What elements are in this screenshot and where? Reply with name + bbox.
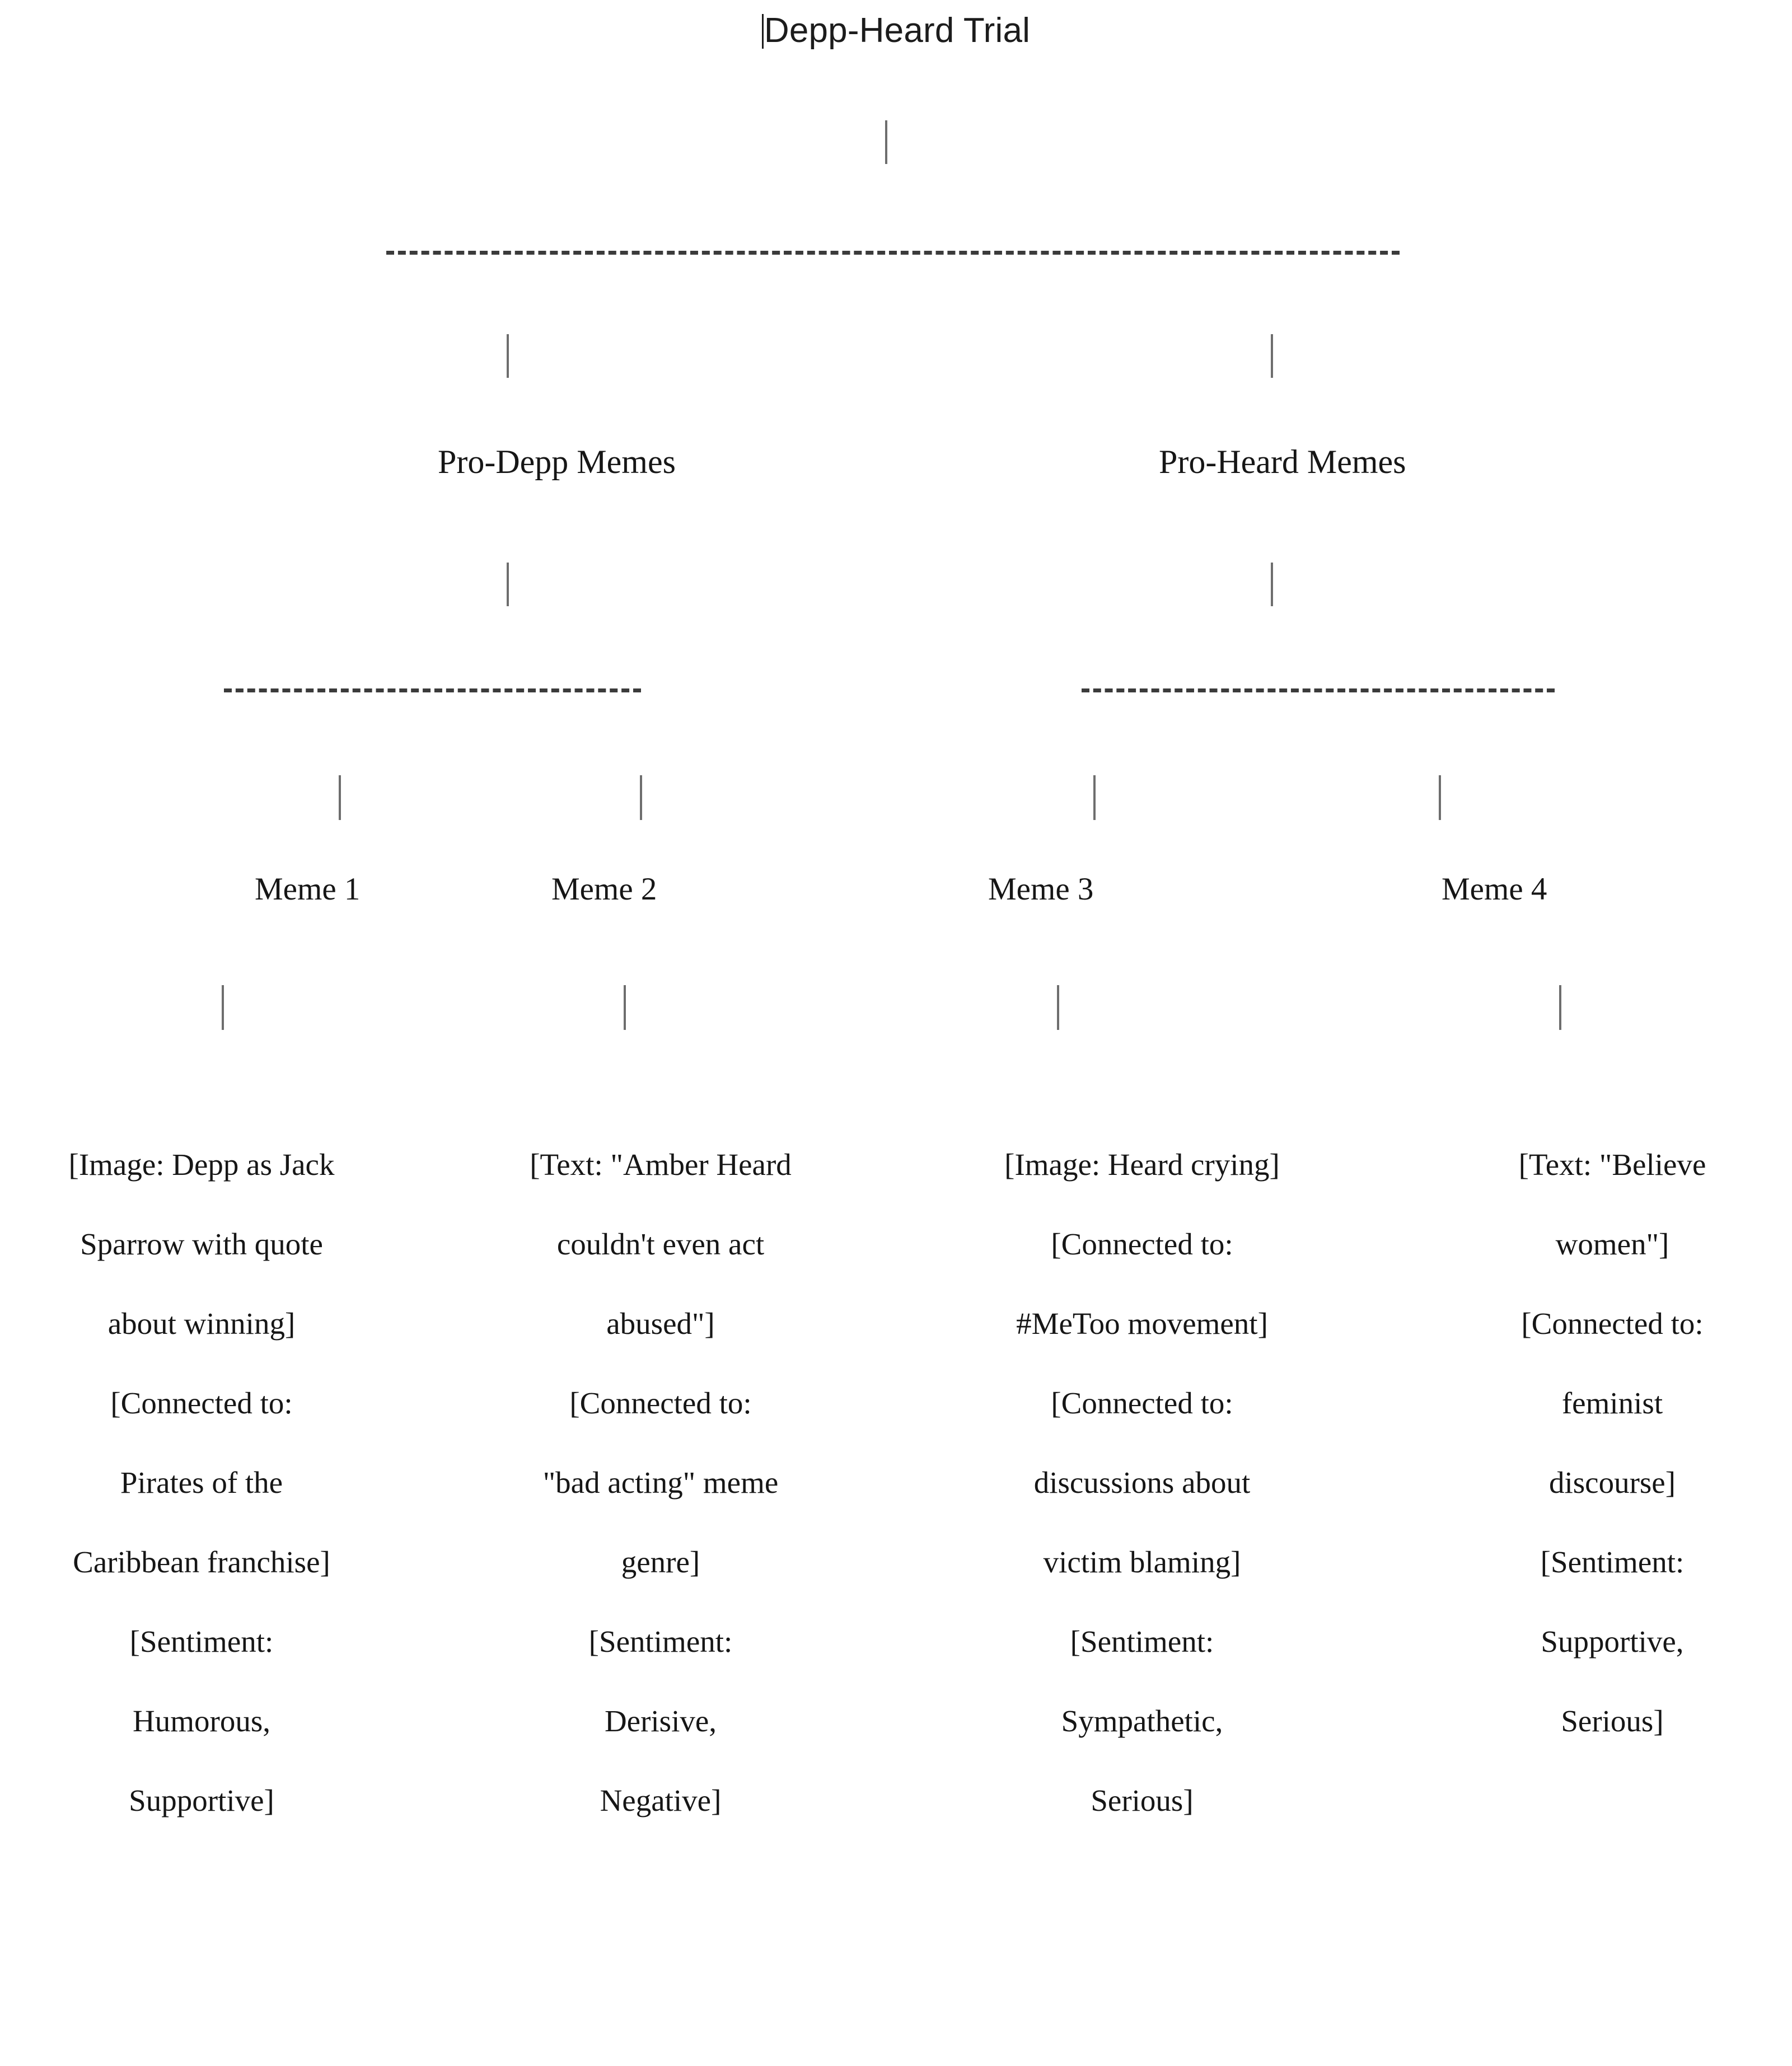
connector-branch-stem-left <box>507 334 509 378</box>
detail-line: [Connected to: <box>1051 1227 1233 1261</box>
detail-line: [Connected to: <box>1051 1386 1233 1420</box>
connector-level2-rule-left <box>224 688 641 692</box>
detail-line: discourse] <box>1548 1465 1676 1500</box>
detail-line: women"] <box>1555 1227 1669 1261</box>
detail-line: [Sentiment: <box>129 1624 274 1659</box>
connector-detail-stem-2 <box>624 985 626 1030</box>
detail-line: Negative] <box>600 1783 722 1817</box>
connector-detail-stem-3 <box>1057 985 1059 1030</box>
detail-line: Supportive] <box>129 1783 274 1817</box>
connector-detail-stem-1 <box>222 985 224 1030</box>
detail-line: Caribbean franchise] <box>73 1545 330 1579</box>
connector-branch-substem-right <box>1271 563 1273 606</box>
branch-label-pro-heard: Pro-Heard Memes <box>1159 443 1406 480</box>
leaf-label-meme-3: Meme 3 <box>988 872 1094 907</box>
detail-line: Serious] <box>1561 1704 1664 1738</box>
connector-leaf-stem-1 <box>339 775 341 820</box>
detail-line: [Text: "Amber Heard <box>530 1147 792 1182</box>
detail-line: [Text: "Believe <box>1518 1147 1706 1182</box>
detail-line: Supportive, <box>1541 1624 1684 1659</box>
detail-line: [Image: Heard crying] <box>1004 1147 1280 1182</box>
detail-line: abused"] <box>606 1306 715 1341</box>
connector-branch-substem-left <box>507 563 509 606</box>
detail-line: Serious] <box>1091 1783 1194 1817</box>
detail-line: genre] <box>621 1545 700 1579</box>
leaf-label-meme-4: Meme 4 <box>1442 872 1547 907</box>
connector-detail-stem-4 <box>1559 985 1561 1030</box>
branch-label-pro-depp: Pro-Depp Memes <box>438 443 676 480</box>
detail-line: Humorous, <box>133 1704 270 1738</box>
page-title: Depp-Heard Trial <box>0 12 1792 49</box>
connector-leaf-stem-2 <box>640 775 642 820</box>
connector-level2-rule-right <box>1082 688 1555 692</box>
detail-line: [Connected to: <box>569 1386 752 1420</box>
detail-line: Sparrow with quote <box>80 1227 323 1261</box>
detail-line: feminist <box>1561 1386 1663 1420</box>
connector-branch-stem-right <box>1271 334 1273 378</box>
detail-line: couldn't even act <box>556 1227 765 1261</box>
title-text-wrapper[interactable]: Depp-Heard Trial <box>761 11 1031 50</box>
connector-leaf-stem-4 <box>1439 775 1441 820</box>
detail-column-meme-4: [Text: "Believe women"] [Connected to: f… <box>1433 1125 1791 1761</box>
detail-line: victim blaming] <box>1043 1545 1241 1579</box>
detail-line: [Connected to: <box>110 1386 293 1420</box>
detail-line: [Sentiment: <box>588 1624 733 1659</box>
detail-column-meme-3: [Image: Heard crying] [Connected to: #Me… <box>929 1125 1355 1840</box>
detail-line: [Connected to: <box>1521 1306 1704 1341</box>
detail-column-meme-2: [Text: "Amber Heard couldn't even act ab… <box>448 1125 873 1840</box>
detail-column-meme-1: [Image: Depp as Jack Sparrow with quote … <box>6 1125 397 1840</box>
leaf-label-meme-1: Meme 1 <box>255 872 361 907</box>
detail-line: [Sentiment: <box>1540 1545 1685 1579</box>
detail-line: Sympathetic, <box>1061 1704 1223 1738</box>
detail-line: Derisive, <box>604 1704 717 1738</box>
connector-root-stem <box>885 120 887 164</box>
text-cursor-caret <box>761 14 764 49</box>
detail-line: [Sentiment: <box>1070 1624 1214 1659</box>
detail-line: [Image: Depp as Jack <box>68 1147 335 1182</box>
connector-leaf-stem-3 <box>1093 775 1096 820</box>
detail-line: #MeToo movement] <box>1016 1306 1268 1341</box>
detail-line: "bad acting" meme <box>542 1465 779 1500</box>
root-node-label: Depp-Heard Trial <box>764 11 1031 50</box>
connector-level1-rule <box>386 251 1400 255</box>
detail-line: about winning] <box>107 1306 296 1341</box>
detail-line: discussions about <box>1033 1465 1251 1500</box>
leaf-label-meme-2: Meme 2 <box>551 872 657 907</box>
detail-line: Pirates of the <box>120 1465 283 1500</box>
